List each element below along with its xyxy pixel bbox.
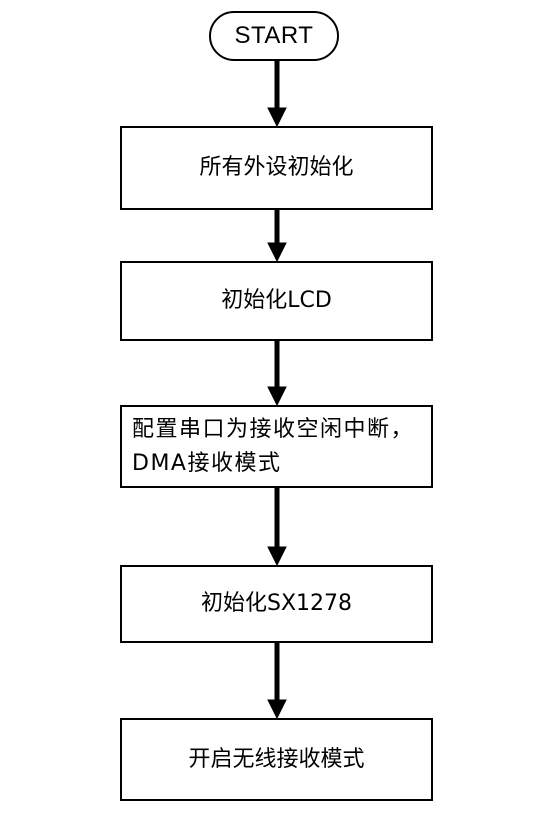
arrow-step3-to-step4-head (267, 546, 287, 567)
process-step-sx1278-init: 初始化SX1278 (120, 565, 433, 643)
process-step-wireless-receive: 开启无线接收模式 (120, 718, 433, 801)
step-label: 所有外设初始化 (199, 155, 354, 180)
arrow-step4-to-step5-head (267, 699, 287, 720)
process-step-peripheral-init: 所有外设初始化 (120, 126, 433, 210)
step-label: 初始化SX1278 (200, 591, 353, 616)
process-step-uart-dma-config: 配置串口为接收空闲中断，DMA接收模式 (120, 405, 433, 488)
arrow-start-to-step1-head (267, 107, 287, 128)
step-label: 配置串口为接收空闲中断，DMA接收模式 (132, 416, 415, 476)
step-label: 开启无线接收模式 (188, 746, 365, 772)
start-terminator: START (209, 11, 339, 61)
process-step-lcd-init: 初始化LCD (120, 261, 433, 341)
arrow-step2-to-step3-head (267, 386, 287, 407)
start-label: START (234, 22, 314, 49)
step-label: 初始化LCD (221, 288, 332, 313)
arrow-step1-to-step2-head (267, 242, 287, 263)
